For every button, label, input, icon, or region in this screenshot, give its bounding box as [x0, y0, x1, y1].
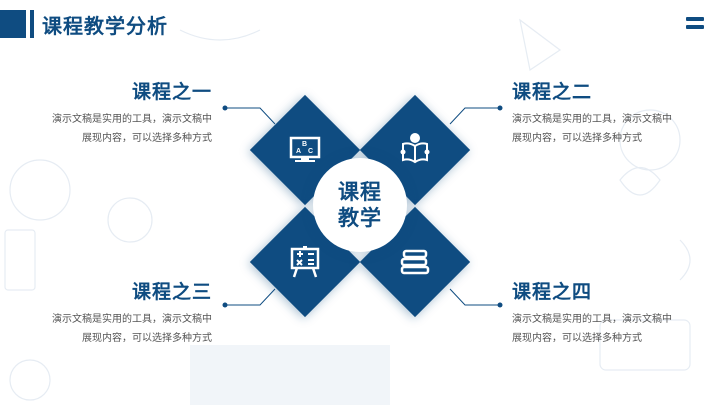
- course-2-title: 课程之二: [512, 81, 593, 103]
- course-4-desc-line-1: 演示文稿是实用的工具，演示文稿中: [512, 314, 672, 325]
- center-topic-line-1: 课程: [338, 180, 382, 204]
- svg-text:B: B: [302, 141, 307, 148]
- connector-course-3: [222, 288, 276, 308]
- course-1-desc-line-2: 展现内容，可以选择多种方式: [82, 133, 212, 144]
- reading-person-icon: [400, 133, 430, 164]
- connector-course-2: [449, 105, 503, 125]
- title-accent-bar: [30, 10, 34, 38]
- svg-text:C: C: [308, 148, 313, 155]
- course-1-title: 课程之一: [131, 81, 212, 103]
- course-2-desc-line-1: 演示文稿是实用的工具，演示文稿中: [512, 114, 672, 125]
- course-2-desc-line-2: 展现内容，可以选择多种方式: [512, 133, 642, 144]
- course-3-desc-line-1: 演示文稿是实用的工具，演示文稿中: [52, 314, 212, 325]
- course-4-title: 课程之四: [512, 281, 593, 303]
- svg-text:A: A: [296, 148, 301, 155]
- connector-course-4: [449, 288, 503, 308]
- course-3-title: 课程之三: [131, 281, 212, 303]
- math-easel-icon: [290, 246, 320, 278]
- center-topic-circle: 课程 教学: [313, 158, 407, 252]
- abc-monitor-icon: A B C: [289, 136, 321, 162]
- course-4-desc-line-2: 展现内容，可以选择多种方式: [512, 333, 642, 344]
- title-accent-block: [0, 10, 26, 38]
- hamburger-menu-icon[interactable]: [686, 17, 704, 31]
- book-stack-icon: [400, 249, 430, 275]
- course-3-block: 课程之三 演示文稿是实用的工具，演示文稿中 展现内容，可以选择多种方式: [32, 277, 212, 348]
- page-header: 课程教学分析: [0, 10, 168, 38]
- course-1-desc-line-1: 演示文稿是实用的工具，演示文稿中: [52, 114, 212, 125]
- center-topic-line-2: 教学: [338, 206, 382, 230]
- course-2-block: 课程之二 演示文稿是实用的工具，演示文稿中 展现内容，可以选择多种方式: [512, 77, 692, 148]
- page-title: 课程教学分析: [42, 13, 168, 38]
- course-3-desc-line-2: 展现内容，可以选择多种方式: [82, 333, 212, 344]
- course-1-block: 课程之一 演示文稿是实用的工具，演示文稿中 展现内容，可以选择多种方式: [32, 77, 212, 148]
- connector-course-1: [222, 105, 276, 125]
- course-4-block: 课程之四 演示文稿是实用的工具，演示文稿中 展现内容，可以选择多种方式: [512, 277, 692, 348]
